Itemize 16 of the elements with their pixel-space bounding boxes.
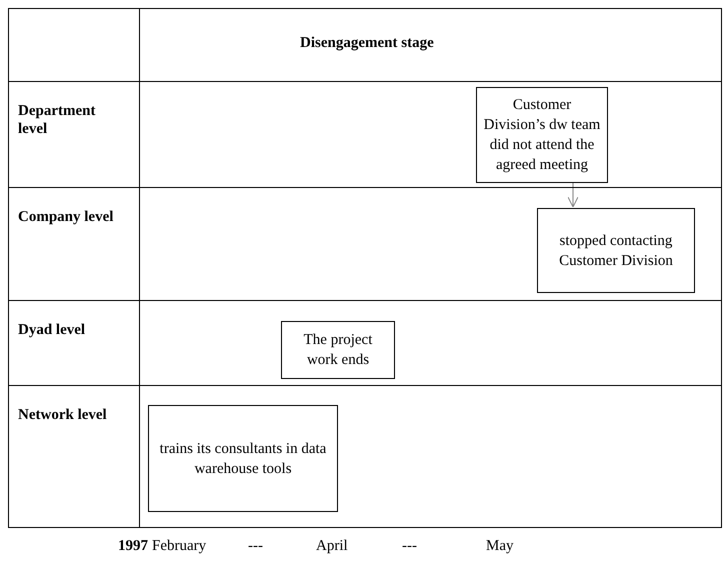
month-label: February [152,538,206,555]
column-header: Disengagement stage [300,35,434,52]
month-label: April [316,538,348,555]
dash-separator: --- [248,538,263,555]
month-label: May [486,538,514,555]
row-heading: Dyad level [18,321,86,339]
event-box: Customer Division’s dw team did not attend the agreed meeting [476,87,608,183]
row-heading: Network level [18,406,108,424]
row-heading: Company level [18,208,114,226]
year-label: 1997 [118,538,148,555]
arrow [568,182,578,208]
event-box: stopped contacting Customer Division [537,208,695,293]
event-box: The project work ends [281,321,395,379]
dash-separator: --- [402,538,417,555]
event-box: trains its consultants in data warehouse tools [148,405,338,512]
row-heading: Department level [18,102,96,138]
